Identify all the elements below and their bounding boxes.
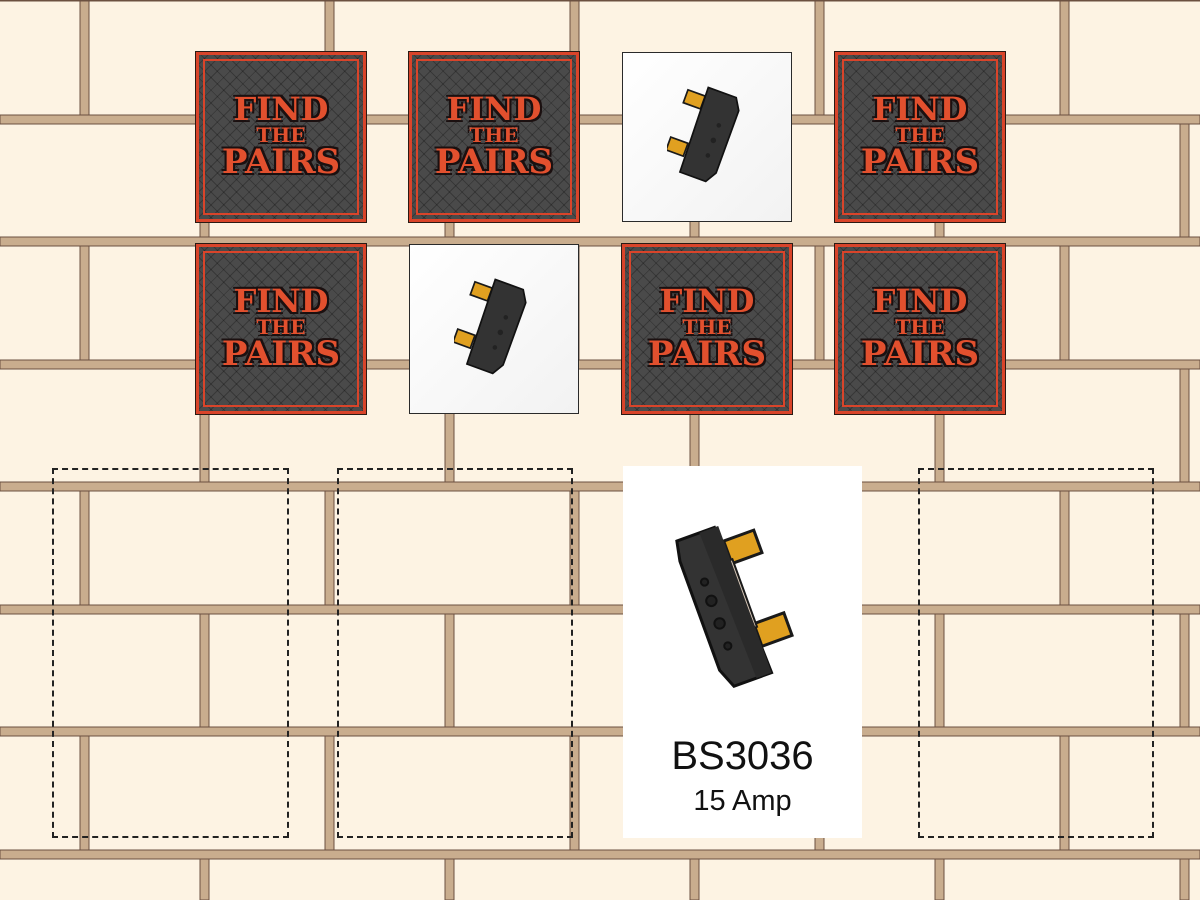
logo-line-2: THE <box>256 123 306 147</box>
fuse-icon <box>664 80 747 195</box>
logo-line-3: PAIRS <box>221 334 341 374</box>
card-border <box>629 251 785 407</box>
matched-pair-card: BS3036 15 Amp <box>623 466 862 838</box>
empty-pair-slot-2 <box>337 468 573 838</box>
logo-line-1: FIND <box>659 282 755 320</box>
logo-line-1: FIND <box>233 90 329 128</box>
empty-pair-slot-4 <box>918 468 1154 838</box>
logo-line-1: FIND <box>233 282 329 320</box>
logo-line-2: THE <box>469 123 519 147</box>
logo-line-1: FIND <box>872 282 968 320</box>
fuse-rating: 15 Amp <box>693 785 792 817</box>
logo-line-2: THE <box>895 123 945 147</box>
logo-line-2: THE <box>682 315 732 339</box>
card-border <box>842 59 998 215</box>
card-face-up[interactable] <box>622 52 792 222</box>
fuse-icon <box>451 272 534 387</box>
card-face-up[interactable] <box>409 244 579 414</box>
logo-line-3: PAIRS <box>647 334 767 374</box>
logo-line-1: FIND <box>872 90 968 128</box>
card-border <box>416 59 572 215</box>
logo-line-1: FIND <box>446 90 542 128</box>
empty-pair-slot-1 <box>52 468 289 838</box>
card-border <box>203 59 359 215</box>
card-border <box>842 251 998 407</box>
logo-line-3: PAIRS <box>221 142 341 182</box>
fuse-icon <box>673 506 813 701</box>
logo-line-2: THE <box>895 315 945 339</box>
logo-line-3: PAIRS <box>434 142 554 182</box>
card-border <box>203 251 359 407</box>
fuse-name: BS3036 <box>671 734 814 778</box>
logo-line-2: THE <box>256 315 306 339</box>
logo-line-3: PAIRS <box>860 142 980 182</box>
logo-line-3: PAIRS <box>860 334 980 374</box>
